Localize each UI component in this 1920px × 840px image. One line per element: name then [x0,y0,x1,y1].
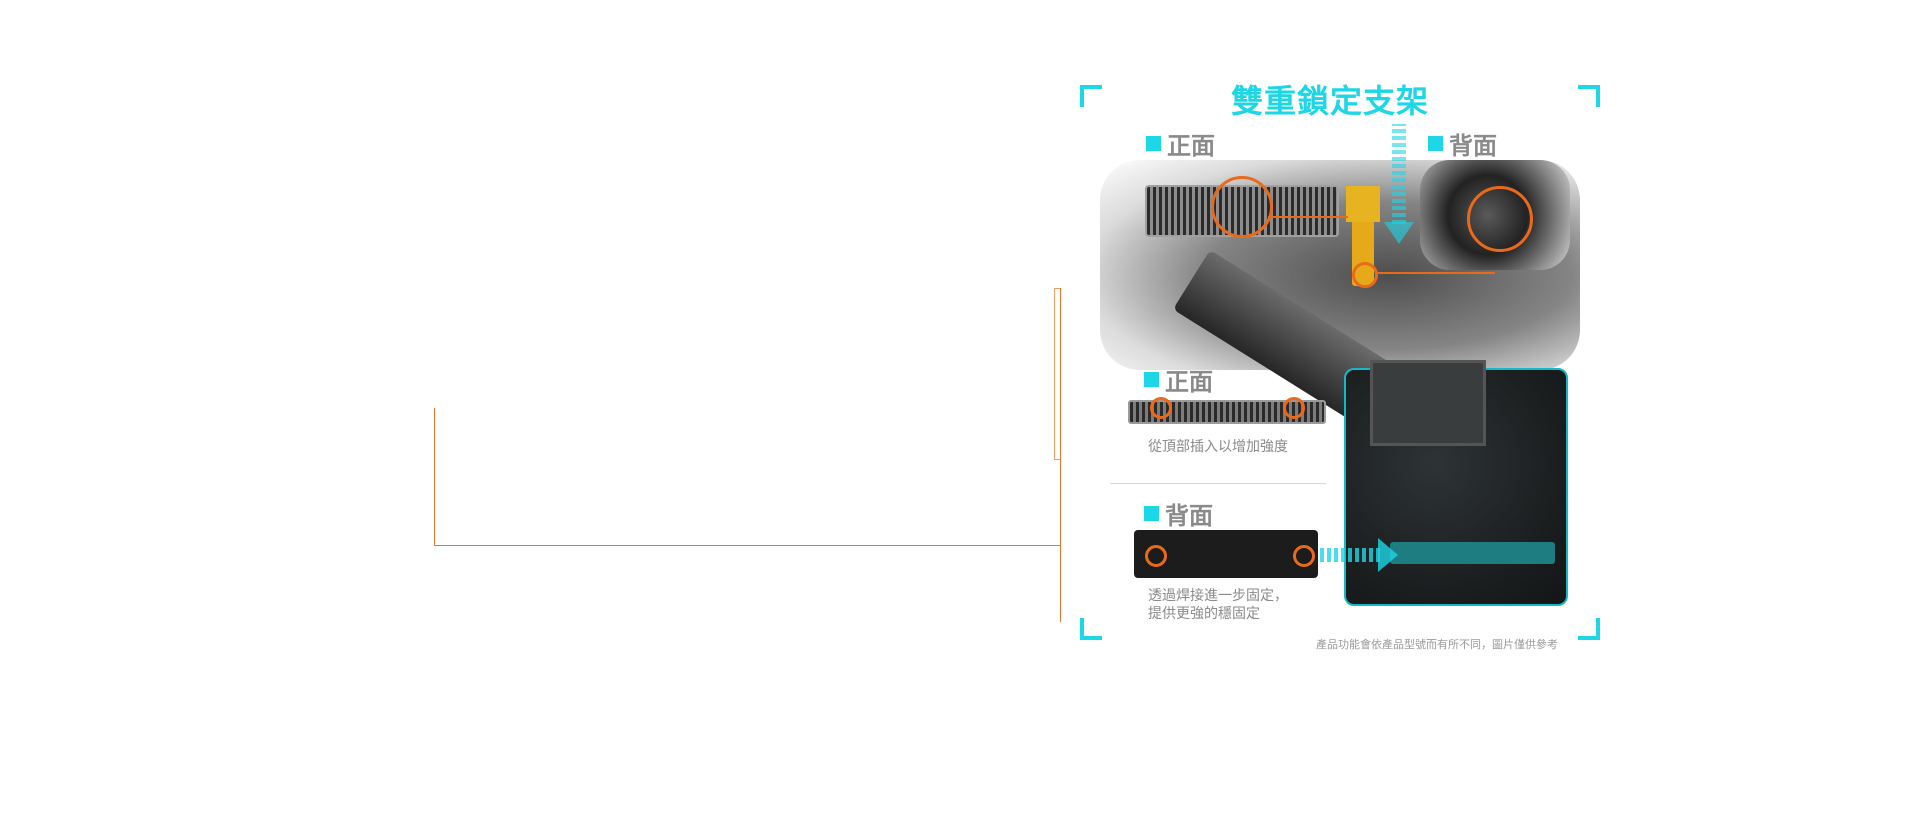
leader-line-vertical-right [1060,288,1061,622]
label-front-top-text: 正面 [1167,132,1215,160]
caption-front: 從頂部插入以增加強度 [1148,439,1288,455]
arrow-down-head-icon [1384,222,1414,244]
square-bullet-icon [1144,506,1159,521]
arrow-right-head-icon [1378,538,1398,572]
label-front-top: 正面 [1146,126,1215,161]
soldered-anchor-highlight [1390,542,1555,564]
square-bullet-icon [1146,136,1161,151]
label-front-mid-text: 正面 [1165,368,1213,396]
cpu-socket-image [1370,360,1486,446]
label-back-bottom: 背面 [1144,496,1213,531]
feature-title: 雙重鎖定支架 [1230,82,1429,120]
leader-line-vertical-left [434,408,435,545]
label-back-top: 背面 [1428,126,1497,161]
connector-back-line [1375,272,1495,274]
highlight-circle-slot-left [1150,397,1172,419]
caption-back: 透過焊接進一步固定， 提供更強的穩固定 [1148,587,1288,623]
frame-corner-bottom-left [1080,618,1102,640]
frame-corner-bottom-right [1578,618,1600,640]
caption-back-line1: 透過焊接進一步固定， [1148,588,1288,604]
latch-bracket-head [1346,186,1380,222]
label-front-mid: 正面 [1144,362,1213,397]
highlight-circle-back [1467,186,1533,252]
square-bullet-icon [1428,136,1443,151]
highlight-circle-pin-left [1145,545,1167,567]
section-divider [1110,483,1326,484]
connector-front-line [1268,216,1348,218]
frame-corner-top-left [1080,85,1102,107]
arrow-right-icon [1320,548,1380,562]
leader-line-horizontal [434,545,1061,546]
frame-corner-top-right [1578,85,1600,107]
square-bullet-icon [1144,372,1159,387]
disclaimer-text: 產品功能會依產品型號而有所不同，圖片僅供參考 [1316,638,1558,651]
highlight-circle-latch [1352,262,1378,288]
highlight-circle-slot-right [1283,397,1305,419]
caption-back-line2: 提供更強的穩固定 [1148,606,1260,622]
label-back-bottom-text: 背面 [1165,502,1213,530]
label-back-top-text: 背面 [1449,132,1497,160]
highlight-circle-front [1211,176,1273,238]
arrow-down-icon [1392,124,1406,224]
highlight-circle-pin-right [1293,545,1315,567]
leader-line-notch [1054,288,1061,460]
